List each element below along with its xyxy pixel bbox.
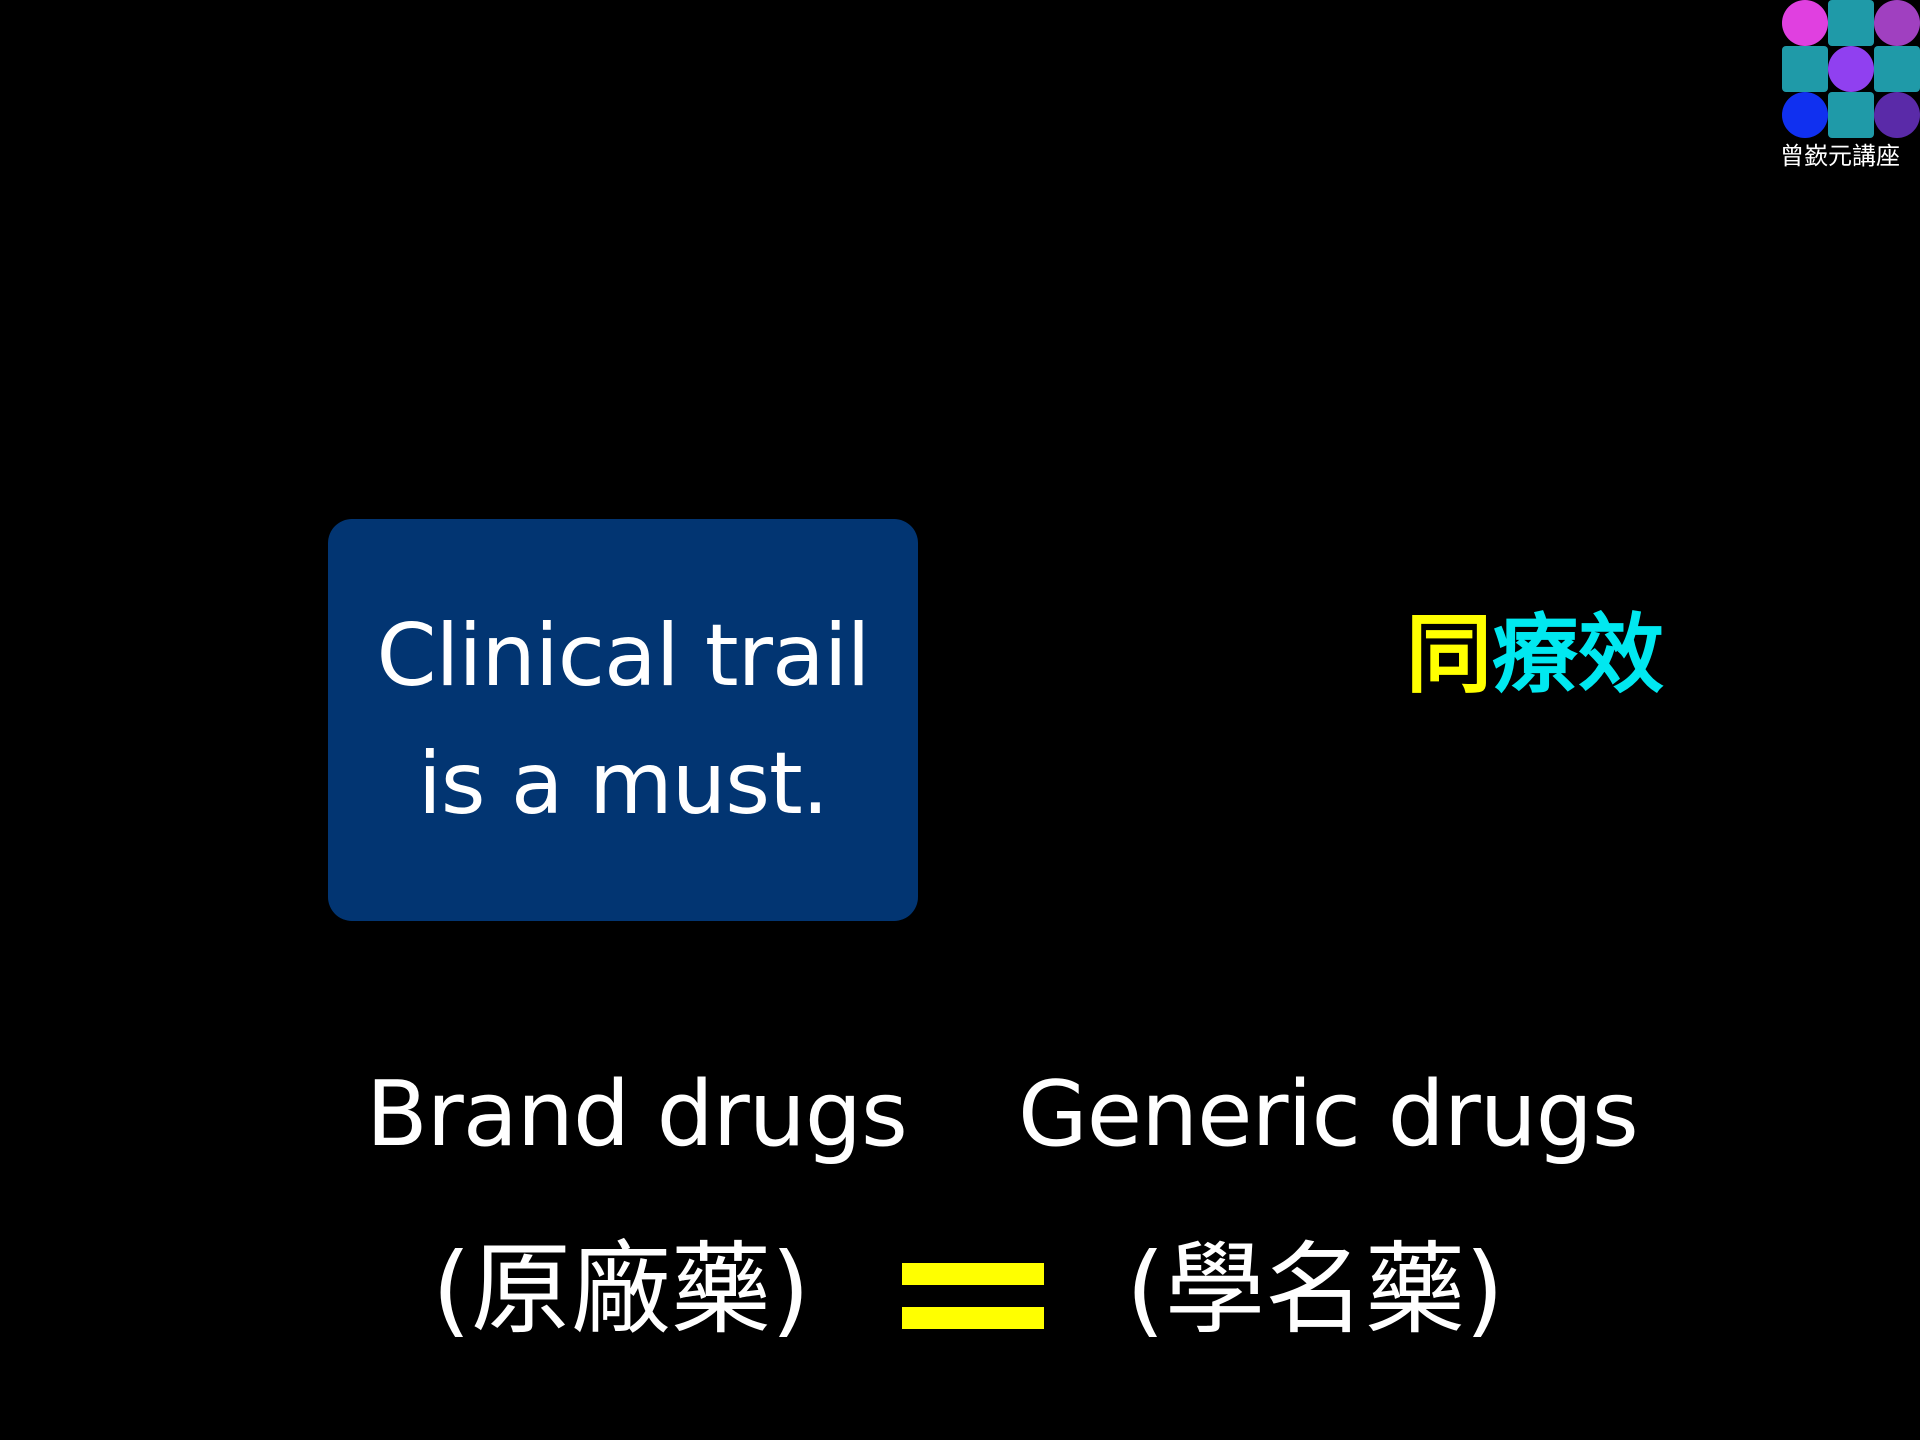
logo-mosaic: [1782, 0, 1920, 138]
generic-drugs-chinese-label: (學名藥): [1126, 1231, 1505, 1348]
logo-circle-tile: [1828, 46, 1874, 92]
generic-drugs-label: Generic drugs: [1018, 1062, 1639, 1167]
equals-top-bar: [902, 1263, 1044, 1285]
logo-square-tile: [1782, 46, 1828, 92]
logo-circle-tile: [1782, 92, 1828, 138]
brand-drugs-chinese-label: (原廠藥): [432, 1231, 811, 1348]
clinical-trial-text: Clinical trail is a must.: [376, 606, 870, 834]
logo-square-tile: [1828, 0, 1874, 46]
logo-square-tile: [1874, 46, 1920, 92]
logo-caption: 曾嶔元講座: [1780, 142, 1900, 170]
equals-sign: [902, 1263, 1044, 1329]
clinical-trial-box: Clinical trail is a must.: [328, 519, 918, 921]
efficacy-effect-chars: 療效: [1492, 605, 1664, 705]
logo-square-tile: [1828, 92, 1874, 138]
logo-circle-tile: [1782, 0, 1828, 46]
brand-drugs-label: Brand drugs: [366, 1062, 908, 1167]
logo-circle-tile: [1874, 0, 1920, 46]
equals-bottom-bar: [902, 1307, 1044, 1329]
lecture-logo: 曾嶔元講座: [1780, 0, 1920, 175]
same-efficacy-label: 同療效: [1406, 600, 1664, 710]
efficacy-same-char: 同: [1406, 605, 1492, 705]
logo-circle-tile: [1874, 92, 1920, 138]
